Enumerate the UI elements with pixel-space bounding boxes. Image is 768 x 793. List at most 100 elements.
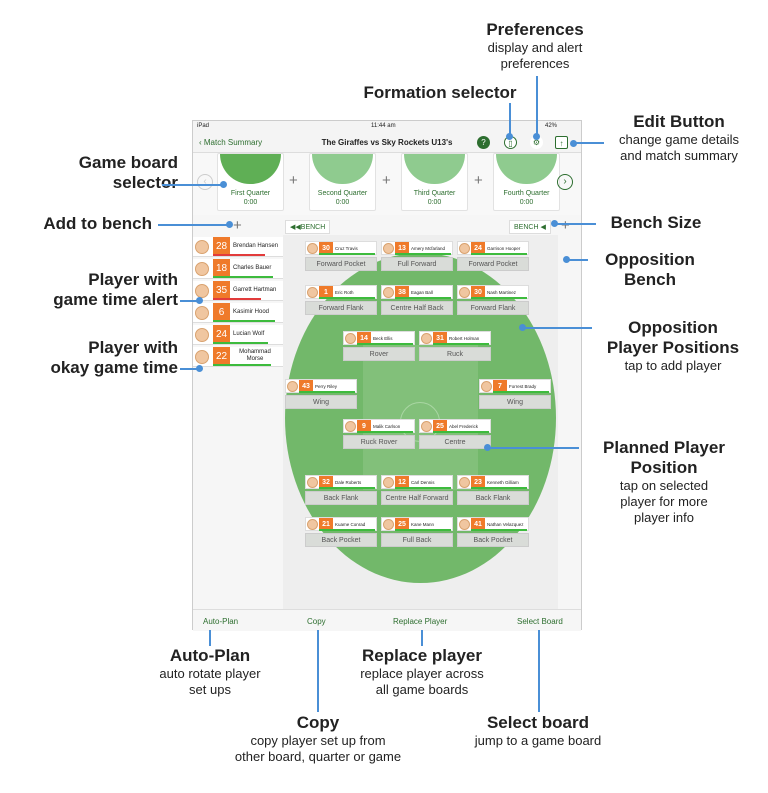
board-label: Third Quarter <box>413 190 456 197</box>
callout-dot <box>484 444 491 451</box>
add-opposition-bench-icon[interactable]: + <box>561 217 570 234</box>
bench-player[interactable]: 22 Mohammad Morse <box>193 347 283 367</box>
position-slot[interactable]: Back Flank <box>305 491 377 505</box>
copy-button[interactable]: Copy <box>307 617 326 626</box>
board-fourth-quarter[interactable]: Fourth Quarter 0:00 <box>493 153 560 211</box>
position-slot[interactable]: Full Back <box>381 533 453 547</box>
callout-copy: Copy copy player set up from other board… <box>218 713 418 765</box>
player-number: 43 <box>299 380 313 393</box>
position-slot[interactable]: Full Forward <box>381 257 453 271</box>
position-slot[interactable]: Rover <box>343 347 415 361</box>
bench-player[interactable]: 35 Garrett Hartman <box>193 281 283 301</box>
callout-text: change game details <box>619 132 739 147</box>
position-slot[interactable]: Forward Flank <box>457 301 529 315</box>
callout-dot <box>519 324 526 331</box>
position-slot[interactable]: Back Flank <box>457 491 529 505</box>
clock: 11:44 am <box>371 123 396 129</box>
position-slot[interactable]: Wing <box>479 395 551 409</box>
select-board-button[interactable]: Select Board <box>517 617 563 626</box>
time-bar <box>493 391 549 393</box>
position-slot[interactable]: Forward Pocket <box>457 257 529 271</box>
player-number: 30 <box>471 286 485 299</box>
position-slot[interactable]: Centre <box>419 435 491 449</box>
player-avatar <box>195 240 209 254</box>
callout-title: selector <box>112 173 178 192</box>
bench-size-left-button[interactable]: ◀◀BENCH <box>285 220 331 234</box>
auto-plan-button[interactable]: Auto-Plan <box>203 617 239 626</box>
add-board-icon[interactable]: + <box>289 172 298 189</box>
callout-line <box>209 630 211 646</box>
help-icon[interactable]: ? <box>477 136 490 149</box>
callout-text: copy player set up from <box>250 733 386 748</box>
back-label: Match Summary <box>203 138 263 147</box>
status-bar: iPad 11:44 am 42% <box>193 121 581 132</box>
board-third-quarter[interactable]: Third Quarter 0:00 <box>401 153 468 211</box>
gear-icon[interactable]: ⚙ <box>530 136 543 149</box>
device-label: iPad <box>197 123 210 129</box>
player-number: 23 <box>471 476 485 489</box>
bench-label: BENCH <box>300 224 326 231</box>
position-slot[interactable]: Centre Half Back <box>381 301 453 315</box>
bench-player[interactable]: 18 Charles Bauer <box>193 259 283 279</box>
time-bar <box>357 431 413 433</box>
bench-player[interactable]: 24 Lucian Wolf <box>193 325 283 345</box>
callout-title: Position <box>630 458 698 477</box>
board-second-quarter[interactable]: Second Quarter 0:00 <box>309 153 376 211</box>
position-slot[interactable]: Back Pocket <box>305 533 377 547</box>
player-avatar <box>195 350 209 364</box>
player-number: 1 <box>319 286 333 299</box>
callout-replace: Replace player replace player across all… <box>342 646 502 698</box>
callout-opposition-bench: Opposition Bench <box>588 250 712 290</box>
share-icon[interactable]: ↑ <box>555 136 568 149</box>
position-slot[interactable]: Ruck Rover <box>343 435 415 449</box>
position-slot[interactable]: Forward Pocket <box>305 257 377 271</box>
player-number: 24 <box>213 325 230 344</box>
callout-title: Replace player <box>361 646 482 665</box>
position-slot[interactable]: Back Pocket <box>457 533 529 547</box>
callout-text: and match summary <box>620 148 738 163</box>
callout-text: tap to add player <box>624 358 722 373</box>
replace-player-button[interactable]: Replace Player <box>393 617 448 626</box>
bench-size-right-button[interactable]: BENCH ◀ <box>509 220 551 234</box>
callout-line <box>536 76 538 136</box>
position-slot[interactable]: Forward Flank <box>305 301 377 315</box>
callout-title: Formation selector <box>363 83 517 102</box>
add-board-icon[interactable]: + <box>474 172 483 189</box>
position-slot[interactable]: Centre Half Forward <box>381 491 453 505</box>
board-time: 0:00 <box>243 199 258 206</box>
chevron-right-icon[interactable]: › <box>557 174 573 190</box>
add-to-bench-icon[interactable]: + <box>233 217 242 234</box>
board-label: Second Quarter <box>317 190 368 197</box>
bench-player[interactable]: 6 Kasimir Hood <box>193 303 283 323</box>
battery-level: 42% <box>545 123 558 129</box>
bench-player[interactable]: 28 Brendan Hansen <box>193 237 283 257</box>
add-board-icon[interactable]: + <box>382 172 391 189</box>
chevron-left-icon[interactable]: ‹ <box>197 174 213 190</box>
player-avatar <box>345 421 356 432</box>
callout-line <box>487 447 579 449</box>
callout-planned-position: Planned Player Position tap on selected … <box>574 438 754 526</box>
back-button[interactable]: ‹ Match Summary <box>199 138 263 147</box>
board-first-quarter[interactable]: First Quarter 0:00 <box>217 153 284 211</box>
position-slot[interactable]: Ruck <box>419 347 491 361</box>
position-slot[interactable]: Wing <box>285 395 357 409</box>
